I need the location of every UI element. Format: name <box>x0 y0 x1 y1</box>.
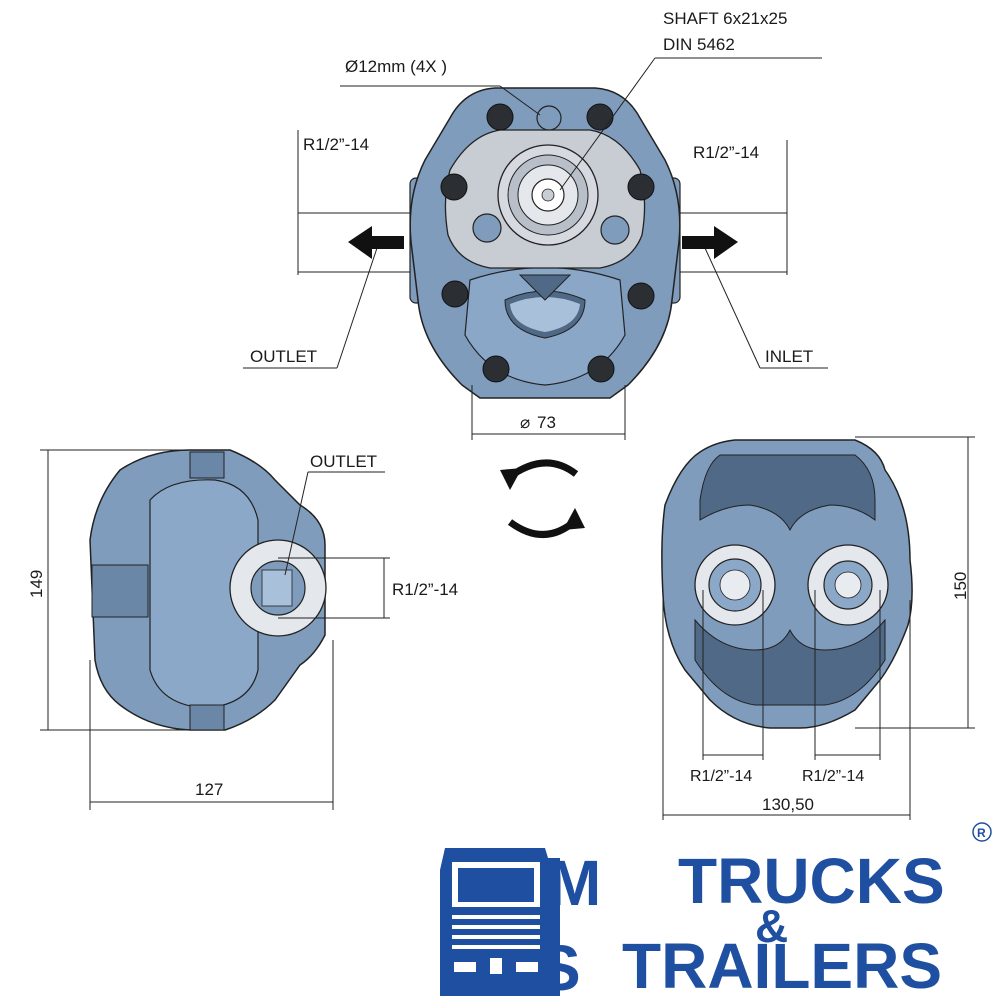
port-thread-label: R1/2”-14 <box>392 580 458 599</box>
logo-trailers: TRAILERS <box>622 930 942 1000</box>
back-recess <box>699 454 876 532</box>
port-thread-label: R1/2”-14 <box>303 135 369 154</box>
bolt <box>586 103 614 131</box>
logo-letter-m: M <box>548 847 601 919</box>
port-thread-label: R1/2”-14 <box>693 143 759 162</box>
side-view <box>89 449 327 731</box>
bolt <box>627 282 655 310</box>
shaft-standard-label: DIN 5462 <box>663 35 735 54</box>
brand-logo: M S TRUCKS & TRAILERS R <box>440 822 992 1004</box>
back-view <box>661 439 913 729</box>
flange-hole <box>536 105 562 131</box>
registered-mark: R <box>977 826 986 840</box>
bolt <box>486 103 514 131</box>
inlet-label: INLET <box>765 347 813 366</box>
logo-ampersand: & <box>755 900 788 952</box>
height-label: 150 <box>951 572 970 600</box>
logo-trucks: TRUCKS <box>678 845 945 917</box>
bolt-hole-label: Ø12mm (4X ) <box>345 57 447 76</box>
shaft-spec-label: SHAFT 6x21x25 <box>663 9 787 28</box>
width-label: 127 <box>195 780 223 799</box>
outlet-arrow <box>348 226 404 259</box>
side-annotations <box>40 449 390 810</box>
front-annotations <box>243 57 828 440</box>
flange-hole <box>600 215 630 245</box>
port-thread-label: R1/2”-14 <box>690 768 752 785</box>
outlet-label: OUTLET <box>250 347 317 366</box>
bolt <box>482 355 510 383</box>
flange-hole <box>472 213 502 243</box>
inlet-arrow <box>682 226 738 259</box>
bolt <box>440 173 468 201</box>
logo-letter-s: S <box>538 932 581 1000</box>
bolt-group <box>440 103 655 383</box>
bolt <box>627 173 655 201</box>
width-label: 130,50 <box>762 795 814 814</box>
front-view <box>409 87 681 399</box>
bolt <box>587 355 615 383</box>
bolt <box>441 280 469 308</box>
side-cover <box>149 479 259 709</box>
outlet-label: OUTLET <box>310 452 377 471</box>
diameter-symbol: ⌀ <box>520 413 530 432</box>
back-annotations <box>662 436 975 820</box>
port-thread-label: R1/2”-14 <box>802 768 864 785</box>
registered-mark-icon <box>972 822 992 842</box>
pilot-diameter-label: 73 <box>537 413 556 432</box>
height-label: 149 <box>27 570 46 598</box>
truck-icon <box>440 848 560 996</box>
